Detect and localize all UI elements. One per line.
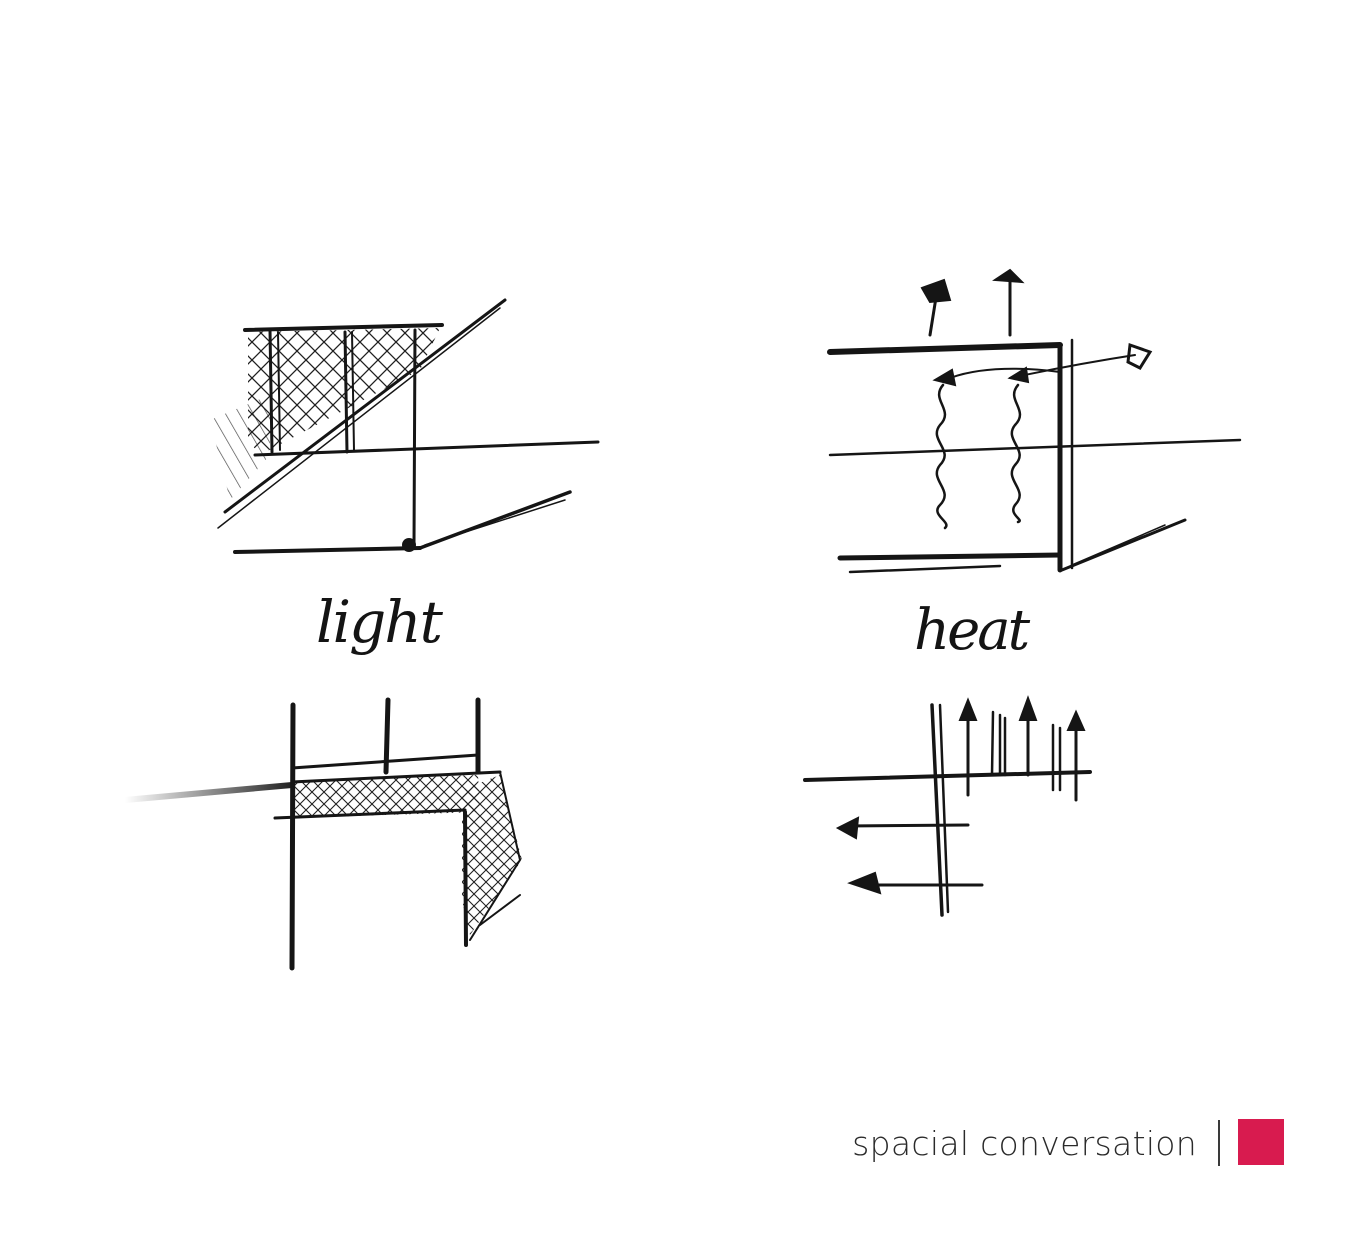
light-detail-sketch [122, 697, 522, 971]
label-heat: heat [914, 598, 1030, 663]
label-light: light [316, 588, 443, 656]
accent-square [1238, 1119, 1284, 1165]
footer-divider [1218, 1120, 1220, 1166]
heat-detail-sketch [803, 695, 1092, 917]
footer-title: spacial conversation [852, 1124, 1197, 1163]
heat-section-sketch [827, 268, 1242, 574]
light-section-sketch [210, 298, 600, 554]
